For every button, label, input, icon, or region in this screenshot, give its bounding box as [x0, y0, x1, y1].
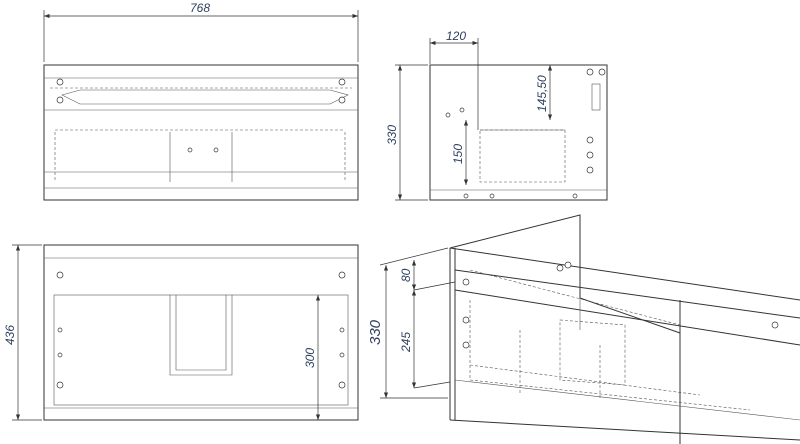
front-view: [43, 64, 359, 201]
side-view: [429, 64, 608, 201]
dimension-label: 330: [367, 319, 384, 345]
dimension-label: 120: [446, 29, 466, 43]
dimension-label: 768: [190, 1, 210, 15]
dimension-side-offset: 120: [429, 29, 479, 130]
dimension-label: 150: [451, 144, 465, 164]
dimension-label: 330: [385, 125, 399, 145]
dimension-back-inner-height: 300: [303, 295, 321, 420]
back-view: [43, 244, 359, 421]
dimension-label: 300: [303, 348, 317, 368]
dimension-iso-bottom: 245: [399, 290, 451, 389]
dimension-label: 80: [399, 268, 413, 282]
dimension-side-height: 330: [385, 64, 428, 201]
dimension-label: 245: [399, 332, 413, 353]
dimension-side-top-gap: 145,50: [535, 65, 553, 120]
dimension-label: 145,50: [535, 75, 549, 112]
isometric-view: [449, 214, 800, 444]
dimension-back-height: 436: [3, 244, 42, 421]
dimension-iso-height: 330: [367, 247, 449, 399]
dimension-front-width: 768: [43, 1, 359, 62]
dimension-iso-top: 80: [399, 260, 456, 291]
dimension-label: 436: [3, 325, 17, 345]
dimension-side-inner-height: 150: [451, 120, 469, 185]
